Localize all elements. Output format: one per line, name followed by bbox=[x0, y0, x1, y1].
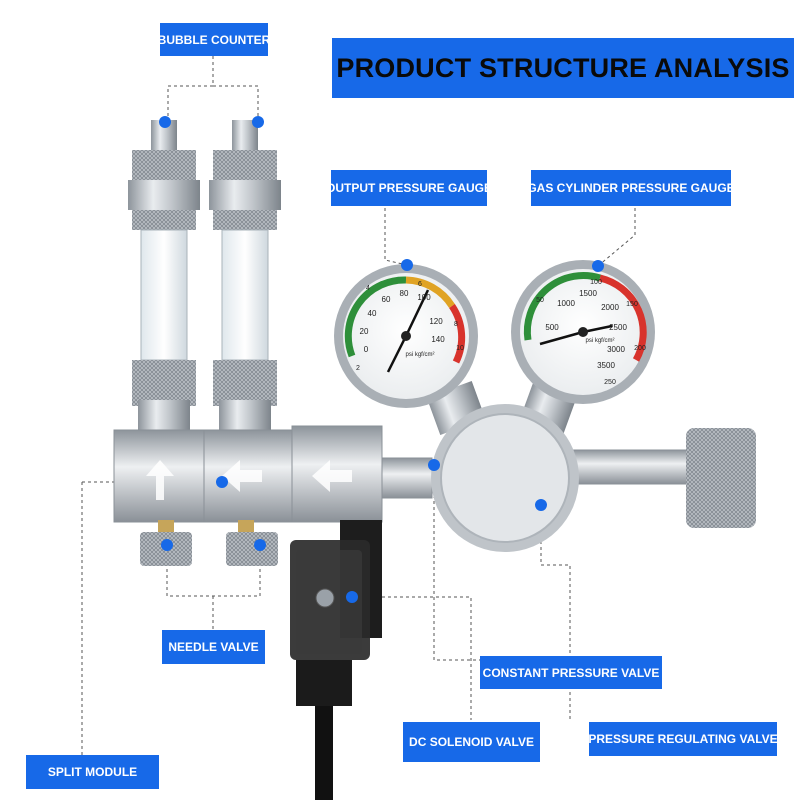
marker-dot bbox=[254, 539, 266, 551]
output-pressure-gauge bbox=[334, 264, 478, 408]
label-output-pressure-gauge: OUTPUT PRESSURE GAUGE bbox=[326, 170, 492, 206]
label-pressure-regulating-valve: PRESSURE REGULATING VALVE bbox=[588, 722, 778, 756]
label-bubble-counter: BUBBLE COUNTER bbox=[158, 23, 270, 56]
gauge-tick: 1500 bbox=[579, 289, 597, 298]
gauge-tick: 100 bbox=[417, 293, 431, 302]
gauge-tick: 250 bbox=[604, 379, 616, 386]
regulator bbox=[426, 380, 756, 552]
gauge-tick: 500 bbox=[545, 323, 559, 332]
gauge-tick: 60 bbox=[382, 295, 391, 304]
gauge-tick: 2000 bbox=[601, 303, 619, 312]
marker-dot bbox=[216, 476, 228, 488]
gauge-tick: 150 bbox=[626, 301, 638, 308]
gauge-tick: 6 bbox=[418, 281, 422, 288]
gauge-tick: 3500 bbox=[597, 361, 615, 370]
label-constant-pressure-valve: CONSTANT PRESSURE VALVE bbox=[480, 656, 662, 689]
marker-dots bbox=[159, 116, 604, 603]
dc-solenoid bbox=[290, 520, 382, 800]
bubble-counter-left bbox=[128, 120, 200, 438]
gauge-tick: 50 bbox=[536, 297, 544, 304]
label-dc-solenoid-valve: DC SOLENOID VALVE bbox=[403, 722, 540, 762]
gauge-tick: 1000 bbox=[557, 299, 575, 308]
gauge-tick: 40 bbox=[368, 309, 377, 318]
gauge-tick: 8 bbox=[454, 321, 458, 328]
gauge-tick: 2500 bbox=[609, 323, 627, 332]
split-module bbox=[113, 425, 433, 523]
marker-dot bbox=[161, 539, 173, 551]
gauge-tick: 3000 bbox=[607, 345, 625, 354]
output-gauge-ticks: 0 20 40 60 80 100 120 140 2 4 6 8 10 psi… bbox=[356, 281, 464, 372]
gauge-tick: 10 bbox=[456, 345, 464, 352]
marker-dot bbox=[535, 499, 547, 511]
gauge-tick: 120 bbox=[429, 317, 443, 326]
gauge-tick: 20 bbox=[360, 327, 369, 336]
cylinder-gauge-ticks: 500 1000 1500 2000 2500 3000 3500 50 100… bbox=[536, 279, 646, 386]
marker-dot bbox=[346, 591, 358, 603]
gauge-tick: 100 bbox=[590, 279, 602, 286]
gauge-tick: 0 bbox=[364, 345, 369, 354]
label-split-module: SPLIT MODULE bbox=[26, 755, 159, 789]
gauge-tick: 140 bbox=[431, 335, 445, 344]
label-needle-valve: NEEDLE VALVE bbox=[162, 630, 265, 664]
gauge-tick: 2 bbox=[356, 365, 360, 372]
gauge-units: psi kgf/cm² bbox=[585, 338, 614, 344]
gauge-tick: 200 bbox=[634, 345, 646, 352]
page-title: PRODUCT STRUCTURE ANALYSIS bbox=[332, 38, 794, 98]
marker-dot bbox=[428, 459, 440, 471]
gauge-tick: 80 bbox=[400, 289, 409, 298]
needle-valves bbox=[140, 520, 278, 566]
gauge-units: psi kgf/cm² bbox=[405, 352, 434, 358]
cylinder-pressure-gauge bbox=[511, 260, 655, 404]
gauge-tick: 4 bbox=[366, 285, 370, 292]
label-gas-cylinder-pressure-gauge: GAS CYLINDER PRESSURE GAUGE bbox=[527, 170, 735, 206]
bubble-counter-right bbox=[209, 120, 281, 438]
marker-dot bbox=[401, 259, 413, 271]
marker-dot bbox=[159, 116, 171, 128]
marker-dot bbox=[592, 260, 604, 272]
marker-dot bbox=[252, 116, 264, 128]
